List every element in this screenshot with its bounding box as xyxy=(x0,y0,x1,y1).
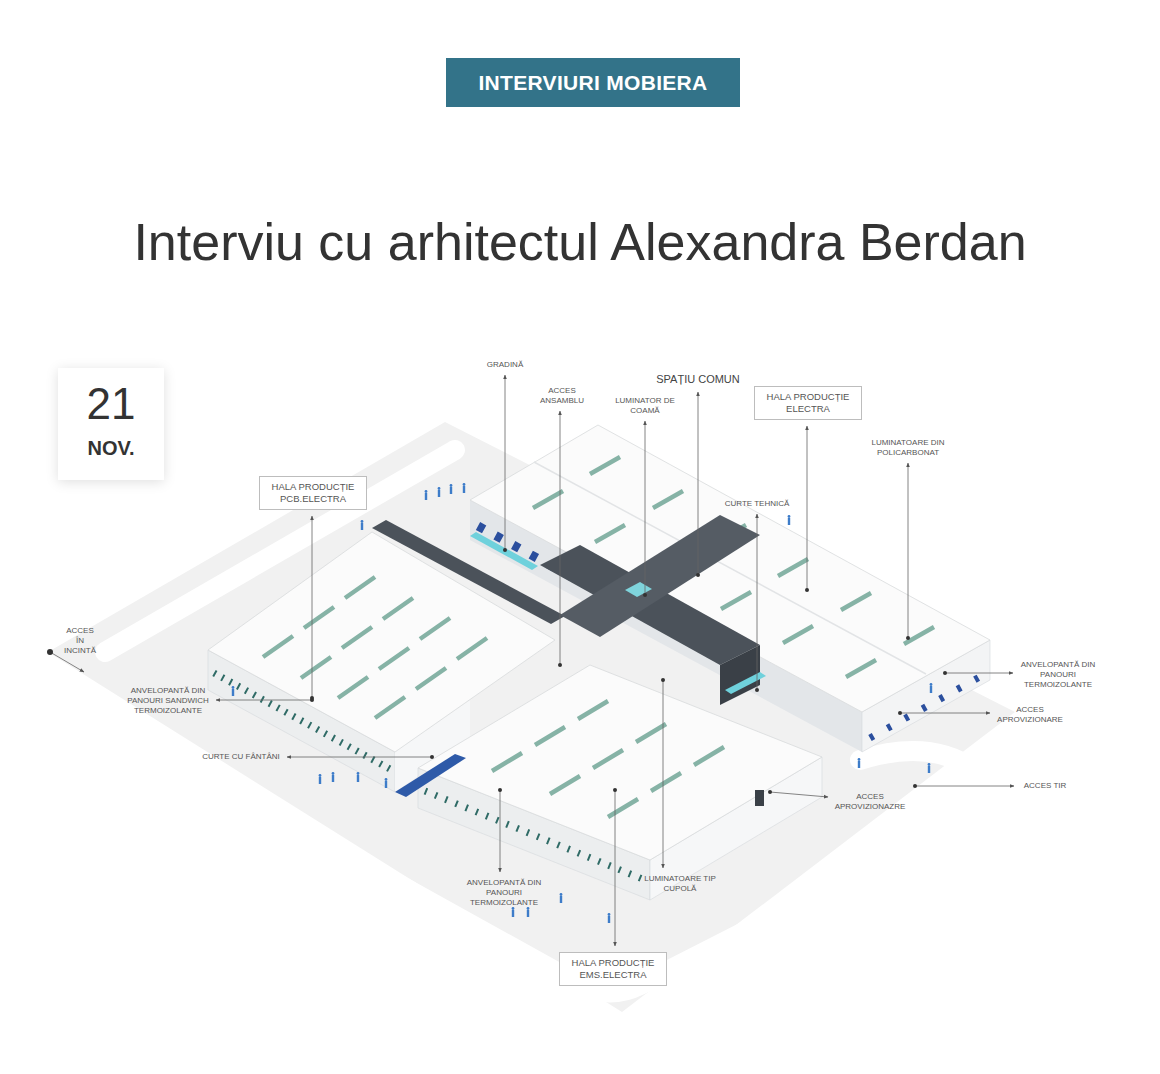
leader-dot xyxy=(913,784,917,788)
hall-name: HALA PRODUCȚIE EMS.ELECTRA xyxy=(565,957,661,981)
glass-strip xyxy=(470,532,538,570)
page-title: Interviu cu arhitectul Alexandra Berdan xyxy=(133,216,1026,268)
leader-line xyxy=(915,786,1014,787)
date-card: 21NOV. xyxy=(58,368,164,480)
person xyxy=(232,686,235,696)
leader-dot xyxy=(310,698,314,702)
leader-dot xyxy=(503,548,507,552)
date-day: 21 xyxy=(58,382,164,426)
ridge-skylight xyxy=(625,582,652,597)
callout-label: ACCES TIR xyxy=(1024,781,1067,791)
hall-roof xyxy=(470,425,990,712)
leader-line xyxy=(945,673,1013,674)
leader-line xyxy=(908,463,909,638)
person xyxy=(527,907,530,917)
person xyxy=(450,484,453,494)
callout-label: ANVELOPANTĂ DIN PANOURI TERMOIZOLANTE xyxy=(1019,660,1097,690)
callout-label: GRADINĂ xyxy=(487,360,523,370)
person xyxy=(463,483,466,493)
callout-label: ACCES APROVIZIONAZRE xyxy=(834,792,906,812)
callout-label: ACCES APROVIZIONARE xyxy=(996,705,1064,725)
windows xyxy=(870,674,985,738)
leader-dot xyxy=(943,671,947,675)
person xyxy=(319,774,322,784)
leader-line xyxy=(807,426,808,590)
leader-dot xyxy=(643,593,647,597)
glass-strip xyxy=(725,672,766,694)
leader-line xyxy=(698,392,699,575)
hall-label-box: HALA PRODUCȚIE EMS.ELECTRA xyxy=(559,952,667,986)
badge-text: INTERVIURI MOBIERA xyxy=(478,71,707,95)
leader-dot xyxy=(498,788,502,792)
leader-dots xyxy=(47,548,947,794)
person xyxy=(361,520,364,530)
leader-dot xyxy=(696,573,700,577)
callout-label: SPAȚIU COMUN xyxy=(656,373,740,386)
leader-dot xyxy=(47,649,53,655)
roof-skylights xyxy=(492,701,724,817)
callout-label: LUMINATOARE TIP CUPOLĂ xyxy=(642,874,718,894)
leader-line xyxy=(770,792,828,797)
leader-dot xyxy=(768,790,772,794)
callout-label: CURTE CU FÂNTÂNI xyxy=(202,752,280,762)
leader-dot xyxy=(430,755,434,759)
door xyxy=(755,790,764,806)
leader-line xyxy=(645,421,646,595)
leader-line xyxy=(505,375,506,550)
callout-label: ANVELOPANTĂ DIN PANOURI SANDWICH TERMOIZ… xyxy=(125,686,211,716)
site-ground xyxy=(48,422,1015,1012)
fountain-court xyxy=(395,754,466,797)
common-space-wall xyxy=(720,645,760,705)
person xyxy=(788,515,791,525)
person xyxy=(930,683,933,693)
common-space-roof xyxy=(560,515,760,637)
leader-line xyxy=(560,411,561,665)
person xyxy=(332,772,335,782)
leader-dot xyxy=(805,588,809,592)
hall-label-box: HALA PRODUCȚIE PCB.ELECTRA xyxy=(259,476,367,510)
person xyxy=(608,913,611,923)
roof-skylights xyxy=(263,577,487,718)
person xyxy=(858,758,861,768)
callout-label: ACCES ÎN INCINTĂ xyxy=(63,626,97,656)
category-badge: INTERVIURI MOBIERA xyxy=(446,58,740,107)
person xyxy=(425,490,428,500)
leader-dot xyxy=(898,711,902,715)
leader-line xyxy=(287,757,432,758)
leader-line xyxy=(757,514,758,690)
person xyxy=(438,487,441,497)
leader-line xyxy=(900,713,990,714)
callout-label: LUMINATOR DE COAMĂ xyxy=(611,396,679,416)
leader-dot xyxy=(558,663,562,667)
leader-lines xyxy=(50,375,1014,946)
hall-roof xyxy=(418,665,822,860)
callout-label: CURTE TEHNICĂ xyxy=(725,499,790,509)
leader-dot xyxy=(613,788,617,792)
hall-name: HALA PRODUCȚIE ELECTRA xyxy=(760,391,856,415)
person xyxy=(512,907,515,917)
windows xyxy=(425,791,645,880)
leader-dot xyxy=(906,636,910,640)
person xyxy=(560,893,563,903)
person xyxy=(928,763,931,773)
roof-skylights xyxy=(533,457,934,677)
person xyxy=(385,778,388,788)
leader-line xyxy=(312,516,313,698)
leader-line xyxy=(615,790,616,946)
date-month: NOV. xyxy=(58,438,164,458)
hall-name: HALA PRODUCȚIE PCB.ELECTRA xyxy=(265,481,361,505)
leader-line xyxy=(500,790,501,872)
connector-roof xyxy=(372,520,565,624)
callout-label: ANVELOPANTĂ DIN PANOURI TERMOIZOLANTE xyxy=(465,878,543,908)
person xyxy=(357,772,360,782)
leader-dot xyxy=(755,688,759,692)
callout-label: LUMINATOARE DIN POLICARBONAT xyxy=(868,438,948,458)
leader-dot xyxy=(661,678,665,682)
roof-ridge xyxy=(534,462,926,674)
leader-line xyxy=(216,700,312,701)
hall-label-box: HALA PRODUCȚIE ELECTRA xyxy=(754,386,862,420)
callout-label: ACCES ANSAMBLU xyxy=(537,386,587,406)
leader-line xyxy=(663,680,664,868)
